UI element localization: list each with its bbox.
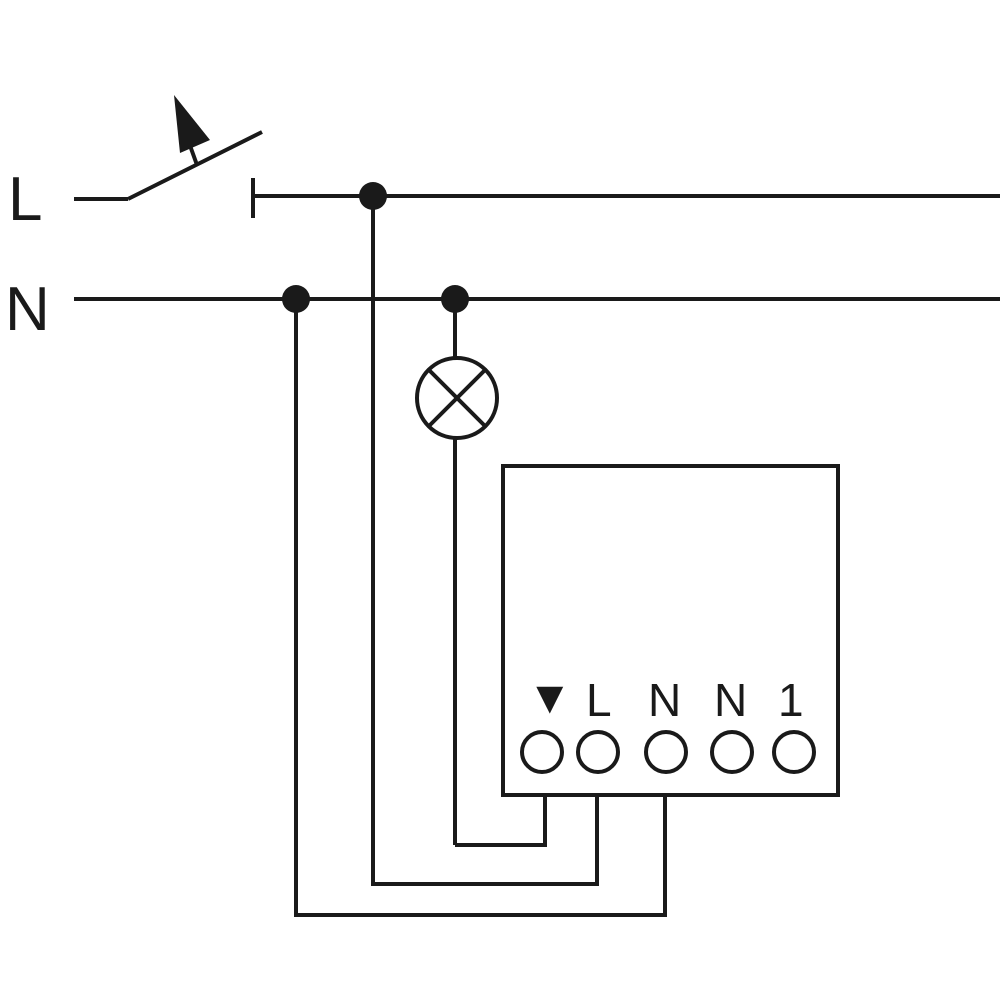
line-label-l: L [8,165,42,234]
terminal-label-n2: N [714,674,747,726]
switching-device [501,464,840,797]
terminal-label-1: 1 [778,674,804,726]
wire-lamp-to-output [455,795,547,847]
terminal-screw [576,730,620,774]
terminal-marker: ▼ [527,671,573,723]
terminal-screw [520,730,564,774]
terminal-screw [772,730,816,774]
terminal-screw [644,730,688,774]
terminal-label-n1: N [648,674,681,726]
pushbutton-switch-icon [74,95,263,218]
terminal-screw [710,730,754,774]
wire-neutral-to-device [294,299,667,917]
line-label-n: N [5,275,50,344]
wire-live-to-device [371,196,599,886]
terminal-label-l: L [586,674,612,726]
lamp-icon [415,299,499,845]
